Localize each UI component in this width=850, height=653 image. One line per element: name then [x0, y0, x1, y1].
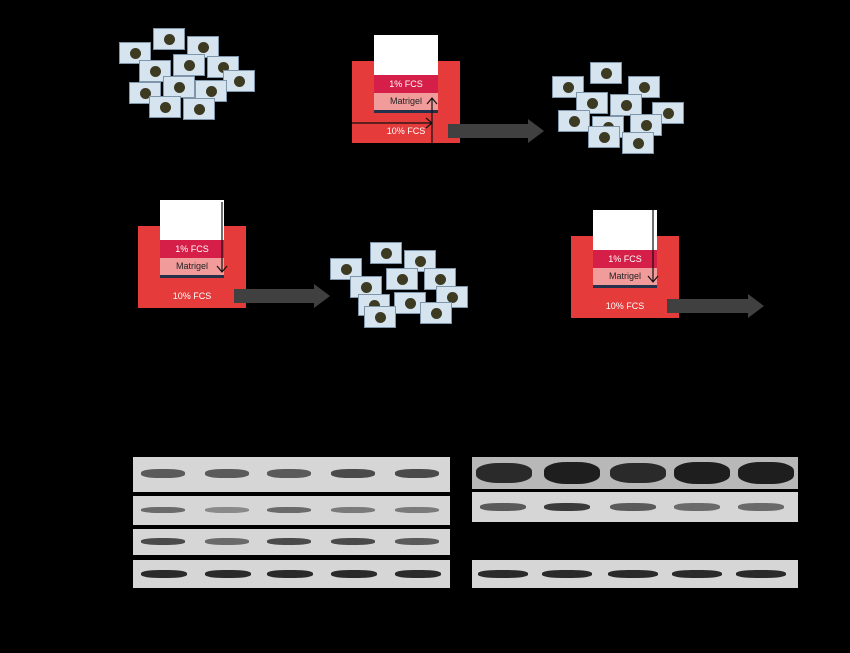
migration-arrow-icon	[216, 202, 228, 273]
blot-band	[480, 503, 526, 511]
transwell-assay-2: 1% FCS Matrigel 10% FCS	[138, 200, 246, 308]
cell-cluster-invaded-2	[330, 240, 470, 330]
blot-band	[205, 469, 249, 478]
blot-band	[267, 507, 311, 513]
blot-band	[672, 570, 722, 578]
blot-band	[267, 538, 311, 545]
blot-band	[141, 538, 185, 545]
blot-strip	[133, 457, 450, 492]
blot-strip	[133, 496, 450, 525]
blot-band	[674, 503, 720, 511]
blot-band	[738, 503, 784, 511]
blot-band	[205, 570, 251, 578]
blot-band	[610, 503, 656, 511]
transwell-assay-1: 1% FCS Matrigel 10% FCS	[352, 35, 460, 145]
lower-medium-label: 10% FCS	[605, 301, 645, 311]
blot-strip	[133, 560, 450, 588]
blot-band	[738, 462, 794, 484]
blot-band	[331, 507, 375, 513]
blot-band	[610, 463, 666, 483]
transwell-insert: 1% FCS Matrigel	[160, 200, 224, 300]
transwell-assay-3: 1% FCS Matrigel 10% FCS	[571, 210, 679, 318]
blot-band	[395, 469, 439, 478]
blot-band	[395, 507, 439, 513]
upper-medium-label: 1% FCS	[160, 240, 224, 258]
blot-band	[544, 503, 590, 511]
blot-band	[736, 570, 786, 578]
blot-band	[542, 570, 592, 578]
blot-band	[395, 538, 439, 545]
blot-band	[544, 462, 600, 484]
blot-strip	[472, 457, 798, 489]
blot-band	[205, 538, 249, 545]
blot-band	[478, 570, 528, 578]
blot-strip	[472, 492, 798, 522]
upper-medium-label: 1% FCS	[593, 250, 657, 268]
blot-band	[674, 462, 730, 484]
migration-arrow-icon	[352, 97, 438, 145]
blot-band	[331, 570, 377, 578]
lower-medium-label: 10% FCS	[172, 291, 212, 301]
matrigel-label: Matrigel	[374, 93, 438, 113]
blot-band	[331, 538, 375, 545]
matrigel-label: Matrigel	[593, 268, 657, 288]
blot-band	[476, 463, 532, 483]
lower-medium-label: 10% FCS	[386, 126, 426, 136]
migration-arrow-icon	[647, 210, 659, 283]
blot-band	[141, 507, 185, 513]
transwell-insert: 1% FCS Matrigel	[593, 210, 657, 310]
cell-cluster-initial	[115, 28, 255, 120]
upper-medium-label: 1% FCS	[374, 75, 438, 93]
cell-cluster-invaded-1	[552, 62, 692, 156]
blot-band	[267, 469, 311, 478]
matrigel-label: Matrigel	[160, 258, 224, 278]
blot-band	[267, 570, 313, 578]
blot-band	[395, 570, 441, 578]
blot-band	[205, 507, 249, 513]
blot-strip	[133, 529, 450, 555]
blot-band	[141, 469, 185, 478]
blot-band	[141, 570, 187, 578]
blot-band	[608, 570, 658, 578]
transwell-insert: 1% FCS Matrigel	[374, 35, 438, 135]
blot-strip	[472, 560, 798, 588]
blot-band	[331, 469, 375, 478]
